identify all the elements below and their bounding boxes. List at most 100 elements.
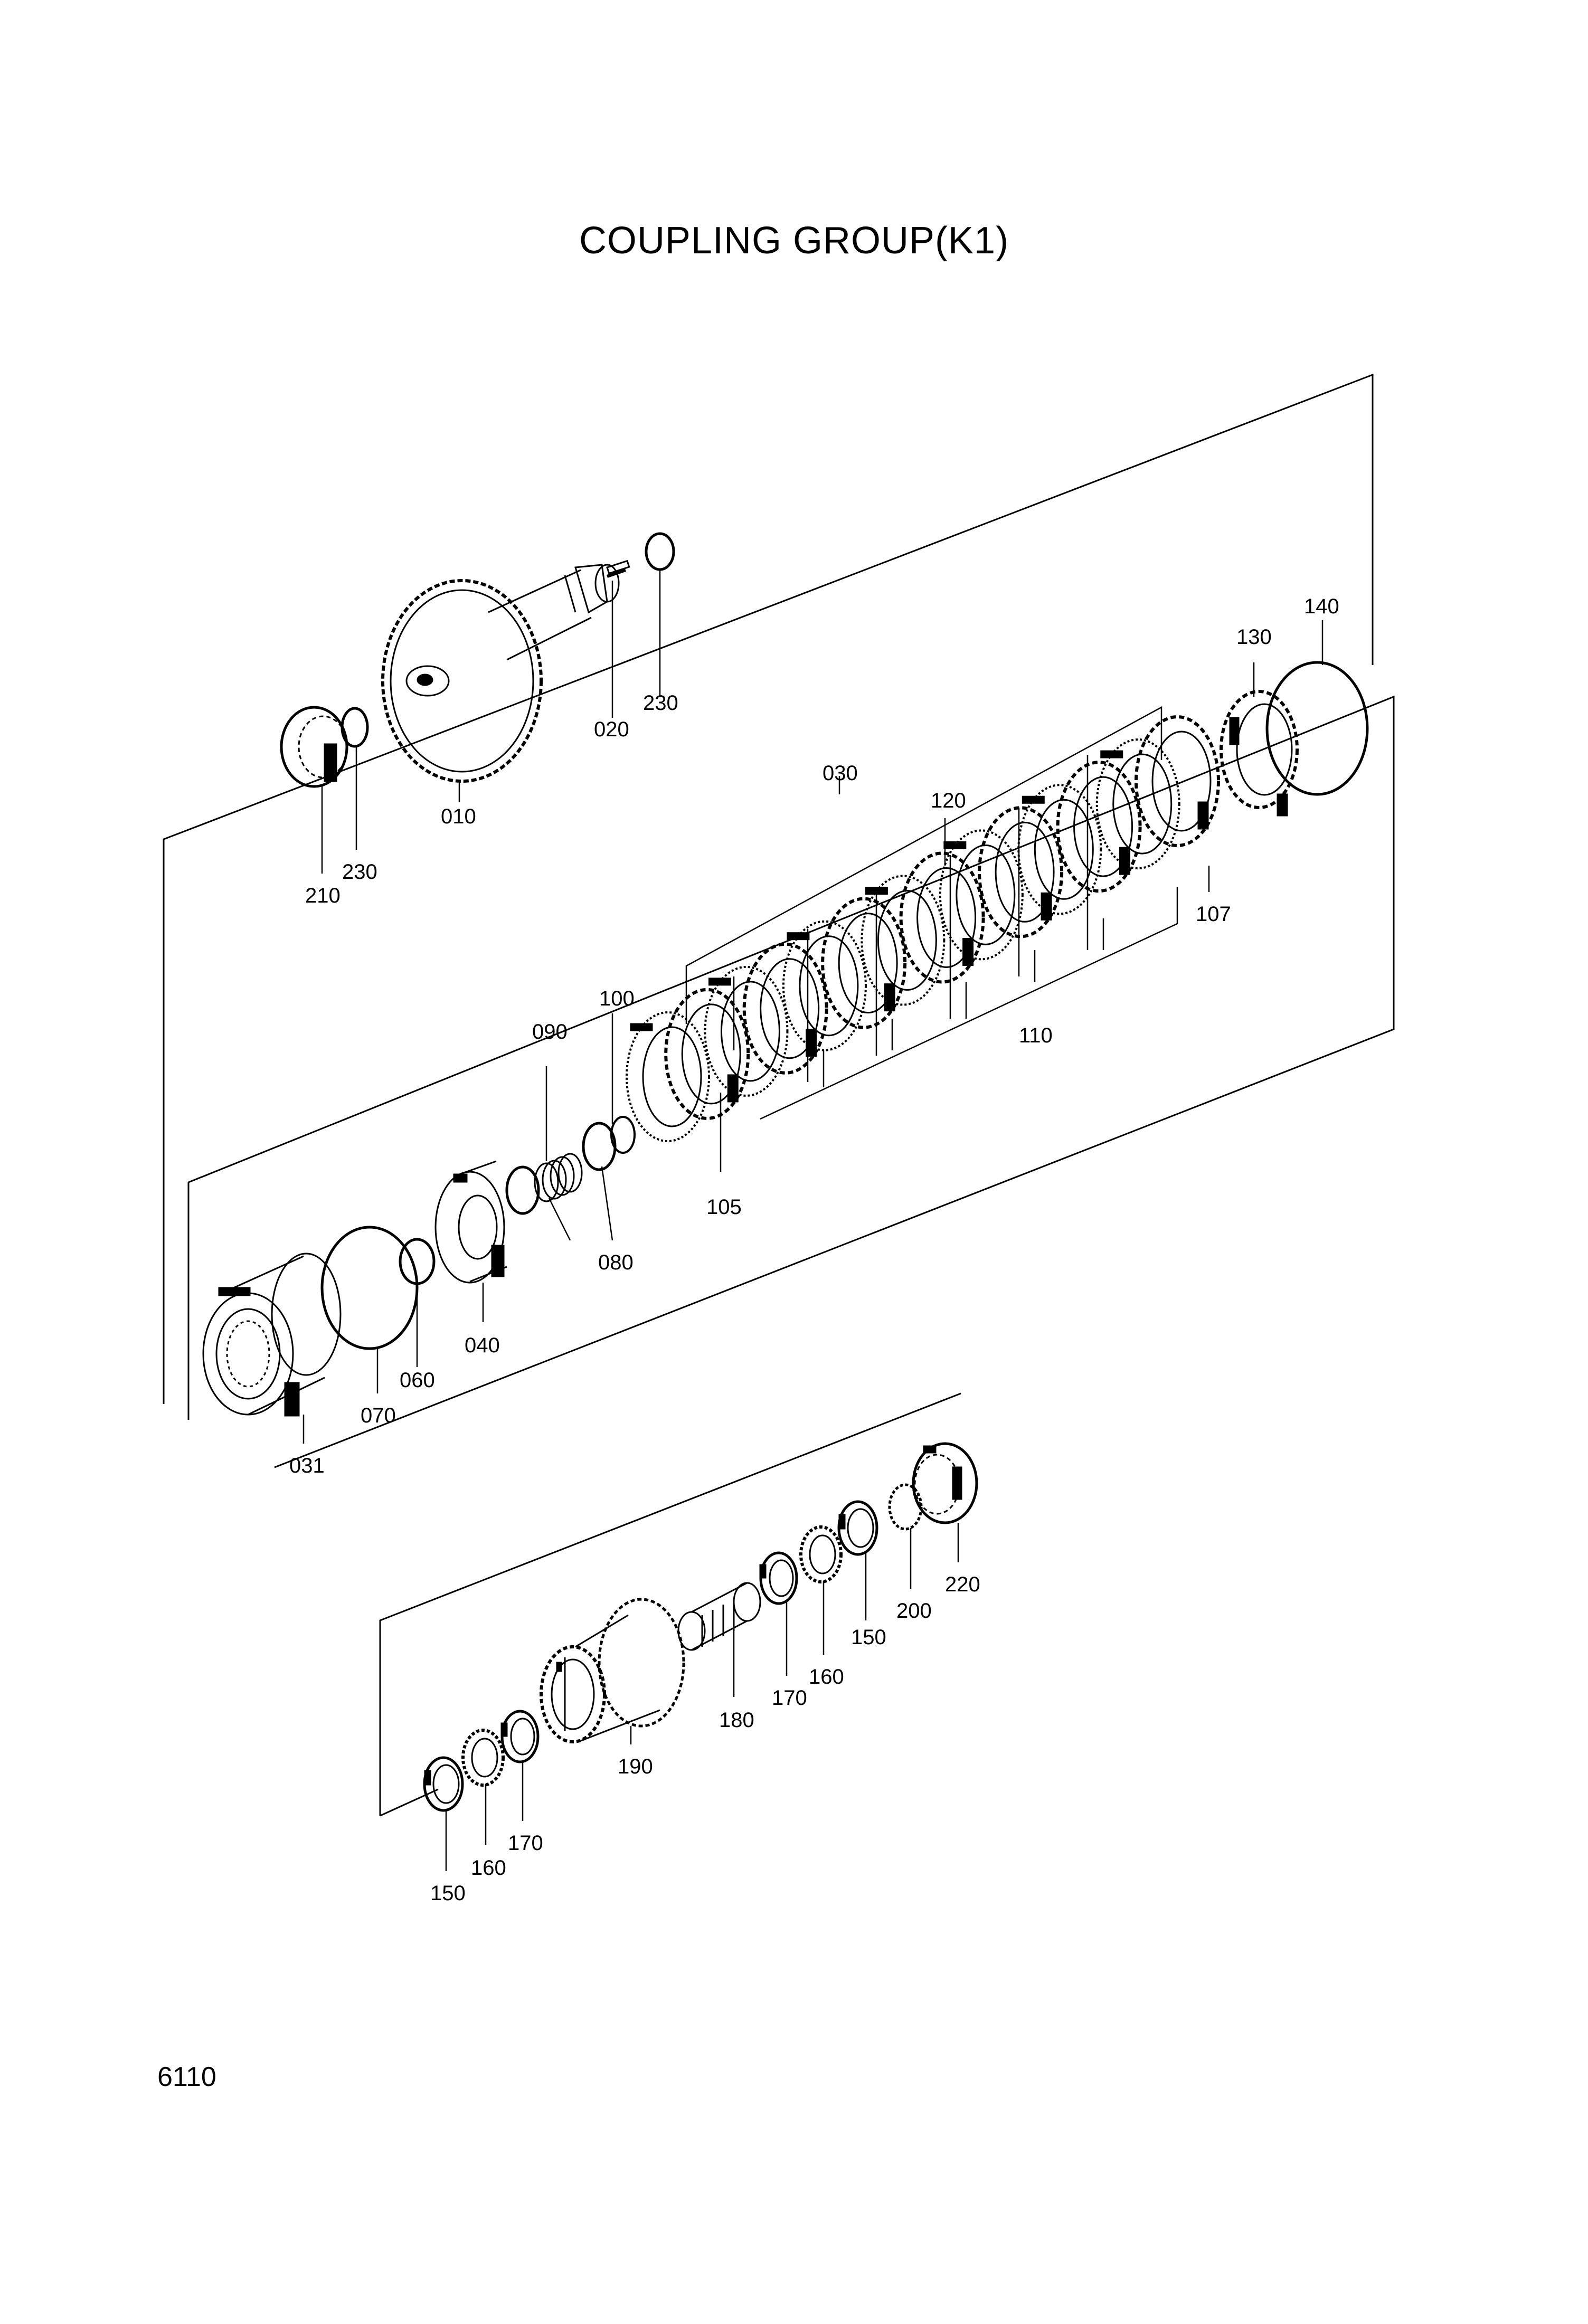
clutch-disc-bore: [877, 890, 937, 991]
needle-bearing-160-upper: [799, 1525, 843, 1583]
callout-070: 070: [361, 1404, 396, 1427]
clutch-disc-bore: [916, 867, 977, 968]
clutch-disc: [1095, 738, 1180, 870]
callout-160-lower: 160: [471, 1856, 506, 1880]
callout-labels: 010 020 230 210 230 030 120 130 140 107 …: [289, 595, 1339, 1905]
clutch-disc: [821, 897, 907, 1029]
callout-150-lower: 150: [430, 1882, 466, 1905]
callout-170-lower: 170: [508, 1832, 543, 1855]
callout-140: 140: [1304, 595, 1339, 618]
thrust-washer-170-upper: [759, 1551, 798, 1605]
callout-120: 120: [931, 789, 966, 812]
clutch-disc-tab: [727, 1074, 739, 1103]
clutch-disc-tab: [708, 978, 731, 986]
piston-040: [434, 1160, 507, 1284]
page-number: 6110: [157, 2062, 216, 2092]
clutch-disc-bore: [1034, 799, 1094, 900]
callout-060: 060: [400, 1369, 435, 1392]
callout-200: 200: [896, 1599, 932, 1623]
callout-230-upper: 230: [643, 691, 678, 715]
callout-170-upper: 170: [772, 1686, 807, 1710]
clutch-disc-bore: [1151, 731, 1212, 832]
clutch-disc-tab: [943, 841, 967, 849]
clutch-disc-tab: [630, 1023, 653, 1031]
clutch-disc-tab: [1041, 892, 1052, 921]
clutch-disc-bore: [956, 844, 1016, 945]
callout-220: 220: [945, 1573, 980, 1596]
clutch-disc: [861, 875, 946, 1006]
o-ring-140: [1265, 661, 1369, 796]
assembly-frame-lower: [379, 1392, 961, 1817]
callout-100: 100: [599, 987, 635, 1010]
clutch-disc-tab: [1119, 847, 1131, 875]
clutch-disc: [1056, 761, 1142, 893]
clutch-pack-brackets: [685, 706, 1178, 1120]
needle-bearing-160-lower: [461, 1729, 505, 1787]
clutch-disc: [742, 942, 828, 1075]
clutch-disc: [1017, 784, 1102, 915]
callout-150-upper: 150: [851, 1626, 886, 1649]
clutch-disc-pack: [626, 715, 1220, 1142]
clutch-disc-bore: [681, 1003, 741, 1105]
spring-assembly-080-090: [505, 1122, 617, 1215]
clutch-disc: [704, 965, 789, 1097]
callout-080: 080: [598, 1251, 634, 1274]
clutch-disc-tab: [806, 1029, 817, 1057]
callout-020: 020: [594, 718, 629, 741]
callout-210: 210: [305, 884, 341, 907]
callout-010: 010: [441, 805, 476, 828]
callout-030: 030: [823, 762, 858, 785]
clutch-disc: [664, 988, 750, 1120]
clutch-disc: [899, 851, 985, 984]
clutch-disc-tab: [1022, 795, 1045, 804]
callout-130: 130: [1236, 625, 1272, 649]
clutch-disc: [1135, 715, 1220, 847]
pin-020: [607, 568, 626, 578]
snap-ring-230-lower: [341, 707, 369, 748]
gear-190: [540, 1598, 685, 1743]
callout-180: 180: [719, 1709, 754, 1732]
callout-105: 105: [706, 1196, 742, 1219]
bearing-210: [280, 706, 348, 788]
callout-110: 110: [1019, 1024, 1053, 1047]
thrust-washer-150-upper: [837, 1500, 878, 1556]
clutch-disc-bore: [838, 913, 898, 1014]
clutch-disc-bore: [1112, 753, 1173, 855]
thrust-washer-150-lower: [423, 1756, 464, 1812]
clutch-disc-bore: [799, 935, 859, 1037]
clutch-disc-tab: [1100, 750, 1123, 758]
snap-ring-230-upper: [645, 532, 675, 571]
clutch-disc-bore: [760, 958, 820, 1059]
clutch-disc: [782, 920, 867, 1051]
callout-040: 040: [465, 1334, 500, 1357]
diagram-title: COUPLING GROUP(K1): [579, 220, 1009, 262]
clutch-disc: [939, 829, 1024, 961]
clutch-disc: [626, 1011, 710, 1142]
lock-ring-200: [888, 1483, 923, 1531]
clutch-disc-tab: [962, 937, 974, 966]
clutch-disc-tab: [787, 932, 810, 941]
callout-160-upper: 160: [809, 1665, 844, 1689]
needle-cage-180: [677, 1582, 761, 1651]
bearing-220: [912, 1442, 978, 1524]
leader-lines: [303, 570, 1324, 1871]
gear-shaft-010: [381, 559, 630, 783]
retaining-ring-100: [610, 1116, 636, 1154]
clutch-disc-bore: [1073, 776, 1133, 877]
callout-230-lower: 230: [342, 860, 377, 884]
clutch-disc-bore: [720, 981, 780, 1082]
clutch-disc-tab: [1197, 801, 1209, 830]
callout-090: 090: [532, 1020, 568, 1044]
callout-031: 031: [289, 1454, 325, 1477]
callout-190: 190: [618, 1755, 653, 1778]
clutch-disc-tab: [884, 983, 895, 1012]
clutch-disc: [978, 806, 1064, 938]
clutch-disc-tab: [865, 887, 888, 895]
clutch-disc-bore: [995, 821, 1055, 923]
o-ring-070: [320, 1226, 419, 1350]
clutch-disc-bore: [642, 1026, 702, 1127]
callout-107: 107: [1196, 903, 1231, 926]
thrust-washer-170-lower: [500, 1710, 540, 1763]
